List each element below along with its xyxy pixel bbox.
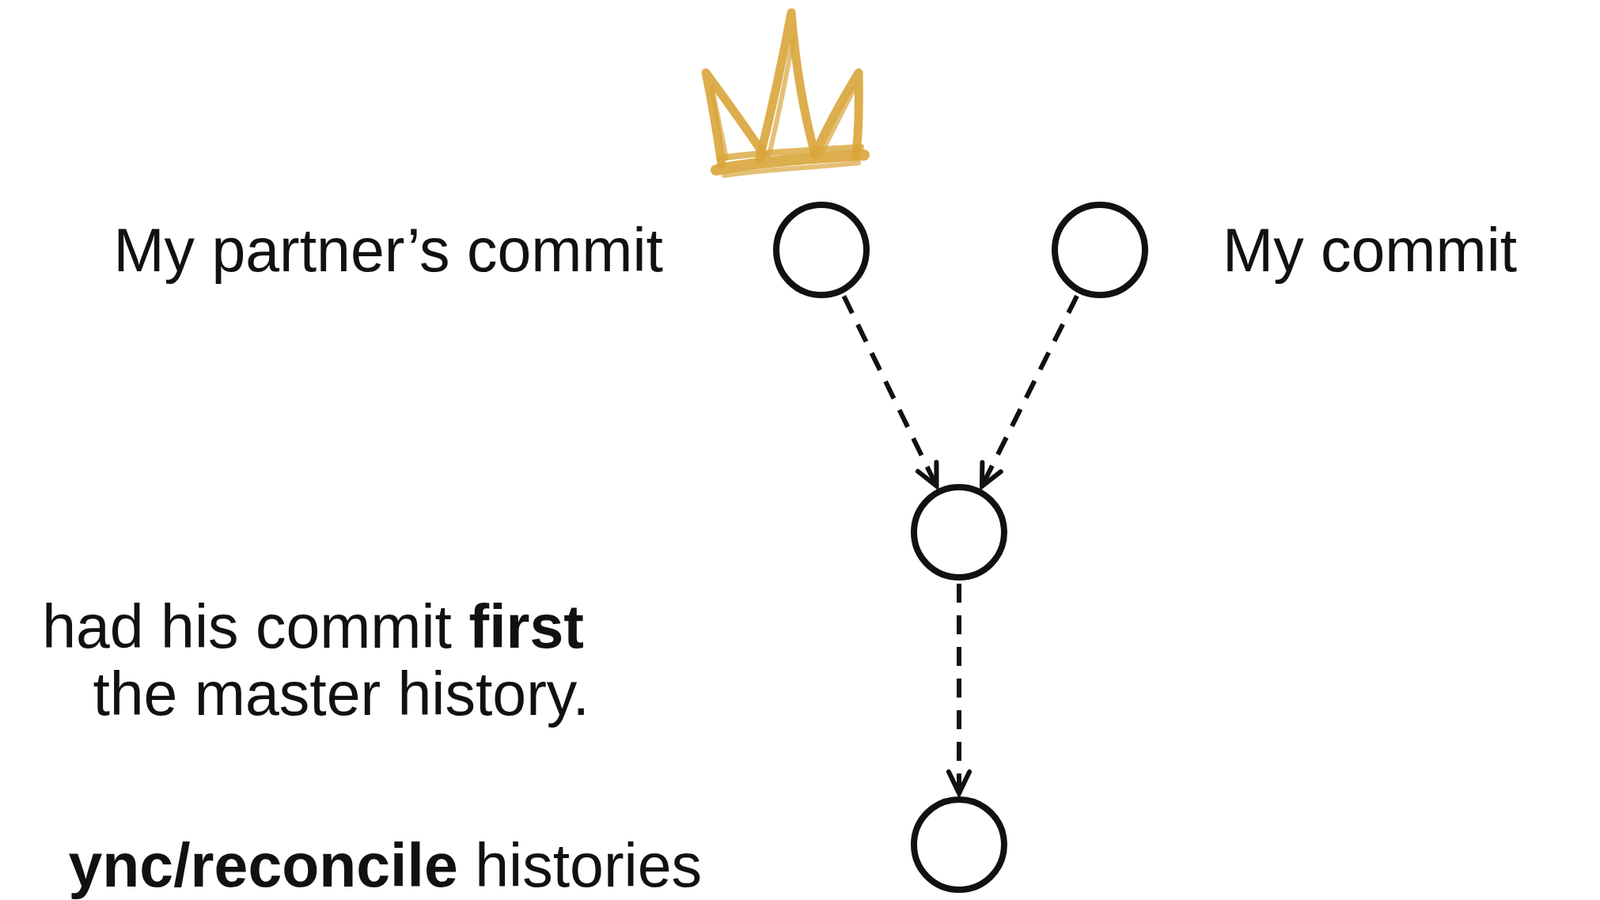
arrow-head [948,772,970,794]
commit-node [909,796,1009,895]
emphasis-text: first [469,592,584,661]
dashed-line [983,295,1077,484]
commit-label: My commit [1222,216,1517,285]
parent-arrow [981,295,1077,487]
commit-circle [909,796,1009,895]
note-line: had his commitfirst [41,593,584,661]
commit-circle [909,483,1009,582]
circle-outline [776,204,867,296]
circle-outline [913,487,1005,578]
commit-circle [1050,200,1149,300]
note-text: histories [474,831,702,900]
arrow-head [917,462,937,487]
commit-label: My partner’s commit [113,216,664,285]
commit-node: My partner’s commit [772,200,871,300]
note-line: the master history. [92,660,590,728]
commit-node: My commit [1050,200,1149,300]
note-text: had his commit [41,592,452,661]
crown-strokes [705,12,865,176]
emphasis-text: ync/reconcile [68,831,459,900]
note-line: ync/reconcilehistories [68,832,702,900]
dashed-line [843,295,935,484]
note-text: the master history. [92,659,590,728]
parent-arrow [843,295,937,486]
circle-outline [1054,204,1146,296]
dashed-line [956,583,962,791]
parent-arrow [948,583,970,794]
arrow-head [981,462,1001,487]
commit-node [909,483,1009,582]
circle-outline [913,800,1005,891]
commit-circle [772,200,871,300]
